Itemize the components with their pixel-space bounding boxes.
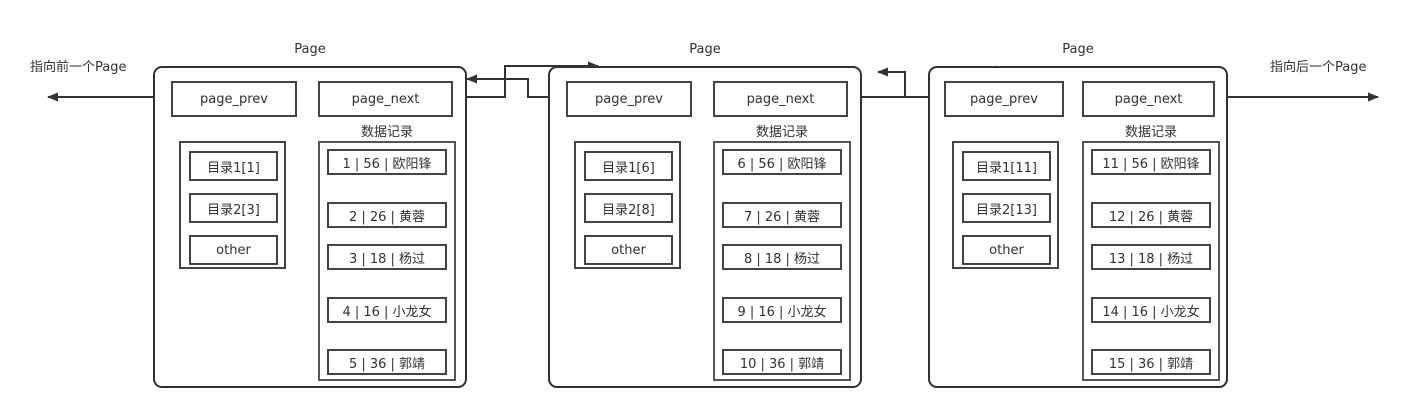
page-prev-box-3[interactable]: page_prev — [944, 81, 1064, 117]
records-group-1: 数据记录 1 | 56 | 欧阳锋 2 | 26 | 黄蓉 3 | 18 | 杨… — [318, 125, 456, 381]
directory-item-3-1[interactable]: 目录1[11] — [962, 151, 1051, 181]
page-title-2: Page — [689, 42, 721, 57]
page-next-box-3[interactable]: page_next — [1082, 81, 1215, 117]
record-row-2-5[interactable]: 10 | 36 | 郭靖 — [722, 349, 842, 375]
directory-item-1-3[interactable]: other — [189, 235, 278, 265]
record-row-3-5[interactable]: 15 | 36 | 郭靖 — [1091, 349, 1211, 375]
record-row-3-2[interactable]: 12 | 26 | 黄蓉 — [1091, 202, 1211, 228]
records-group-2: 数据记录 6 | 56 | 欧阳锋 7 | 26 | 黄蓉 8 | 18 | 杨… — [713, 125, 851, 381]
record-row-3-3[interactable]: 13 | 18 | 杨过 — [1091, 244, 1211, 270]
records-group-title-2: 数据记录 — [755, 125, 808, 140]
directory-group-2: 目录1[6] 目录2[8] other — [574, 141, 681, 269]
record-row-1-3[interactable]: 3 | 18 | 杨过 — [327, 244, 447, 270]
label-next-page: 指向后一个Page — [1270, 60, 1367, 75]
page-title-1: Page — [294, 42, 326, 57]
page-next-box-2[interactable]: page_next — [713, 81, 848, 117]
record-row-2-3[interactable]: 8 | 18 | 杨过 — [722, 244, 842, 270]
record-row-2-4[interactable]: 9 | 16 | 小龙女 — [722, 297, 842, 323]
record-row-1-5[interactable]: 5 | 36 | 郭靖 — [327, 349, 447, 375]
directory-item-1-2[interactable]: 目录2[3] — [189, 193, 278, 223]
directory-item-2-1[interactable]: 目录1[6] — [584, 151, 673, 181]
page-prev-box-1[interactable]: page_prev — [171, 81, 297, 117]
label-prev-page: 指向前一个Page — [30, 60, 127, 75]
directory-item-3-2[interactable]: 目录2[13] — [962, 193, 1051, 223]
page-prev-box-2[interactable]: page_prev — [566, 81, 692, 117]
wire-p2prev-to-p1 — [466, 74, 548, 98]
directory-item-2-2[interactable]: 目录2[8] — [584, 193, 673, 223]
records-group-title-1: 数据记录 — [360, 125, 413, 140]
directory-group-3: 目录1[11] 目录2[13] other — [952, 141, 1059, 269]
directory-item-1-1[interactable]: 目录1[1] — [189, 151, 278, 181]
page-container-1[interactable]: Page page_prev page_next 目录1[1] 目录2[3] o… — [153, 42, 467, 388]
record-row-1-4[interactable]: 4 | 16 | 小龙女 — [327, 297, 447, 323]
record-row-2-1[interactable]: 6 | 56 | 欧阳锋 — [722, 149, 842, 175]
wire-p3prev-to-p2 — [877, 67, 930, 98]
records-group-title-3: 数据记录 — [1124, 125, 1177, 140]
record-row-3-1[interactable]: 11 | 56 | 欧阳锋 — [1091, 149, 1211, 175]
record-row-1-1[interactable]: 1 | 56 | 欧阳锋 — [327, 149, 447, 175]
record-row-2-2[interactable]: 7 | 26 | 黄蓉 — [722, 202, 842, 228]
record-row-1-2[interactable]: 2 | 26 | 黄蓉 — [327, 202, 447, 228]
directory-item-2-3[interactable]: other — [584, 235, 673, 265]
directory-group-1: 目录1[1] 目录2[3] other — [179, 141, 286, 269]
directory-item-3-3[interactable]: other — [962, 235, 1051, 265]
page-next-box-1[interactable]: page_next — [318, 81, 453, 117]
page-title-3: Page — [1062, 42, 1094, 57]
records-group-3: 数据记录 11 | 56 | 欧阳锋 12 | 26 | 黄蓉 13 | 18 … — [1082, 125, 1220, 381]
record-row-3-4[interactable]: 14 | 16 | 小龙女 — [1091, 297, 1211, 323]
page-container-3[interactable]: Page page_prev page_next 目录1[11] 目录2[13]… — [928, 42, 1228, 388]
page-container-2[interactable]: Page page_prev page_next 目录1[6] 目录2[8] o… — [548, 42, 862, 388]
